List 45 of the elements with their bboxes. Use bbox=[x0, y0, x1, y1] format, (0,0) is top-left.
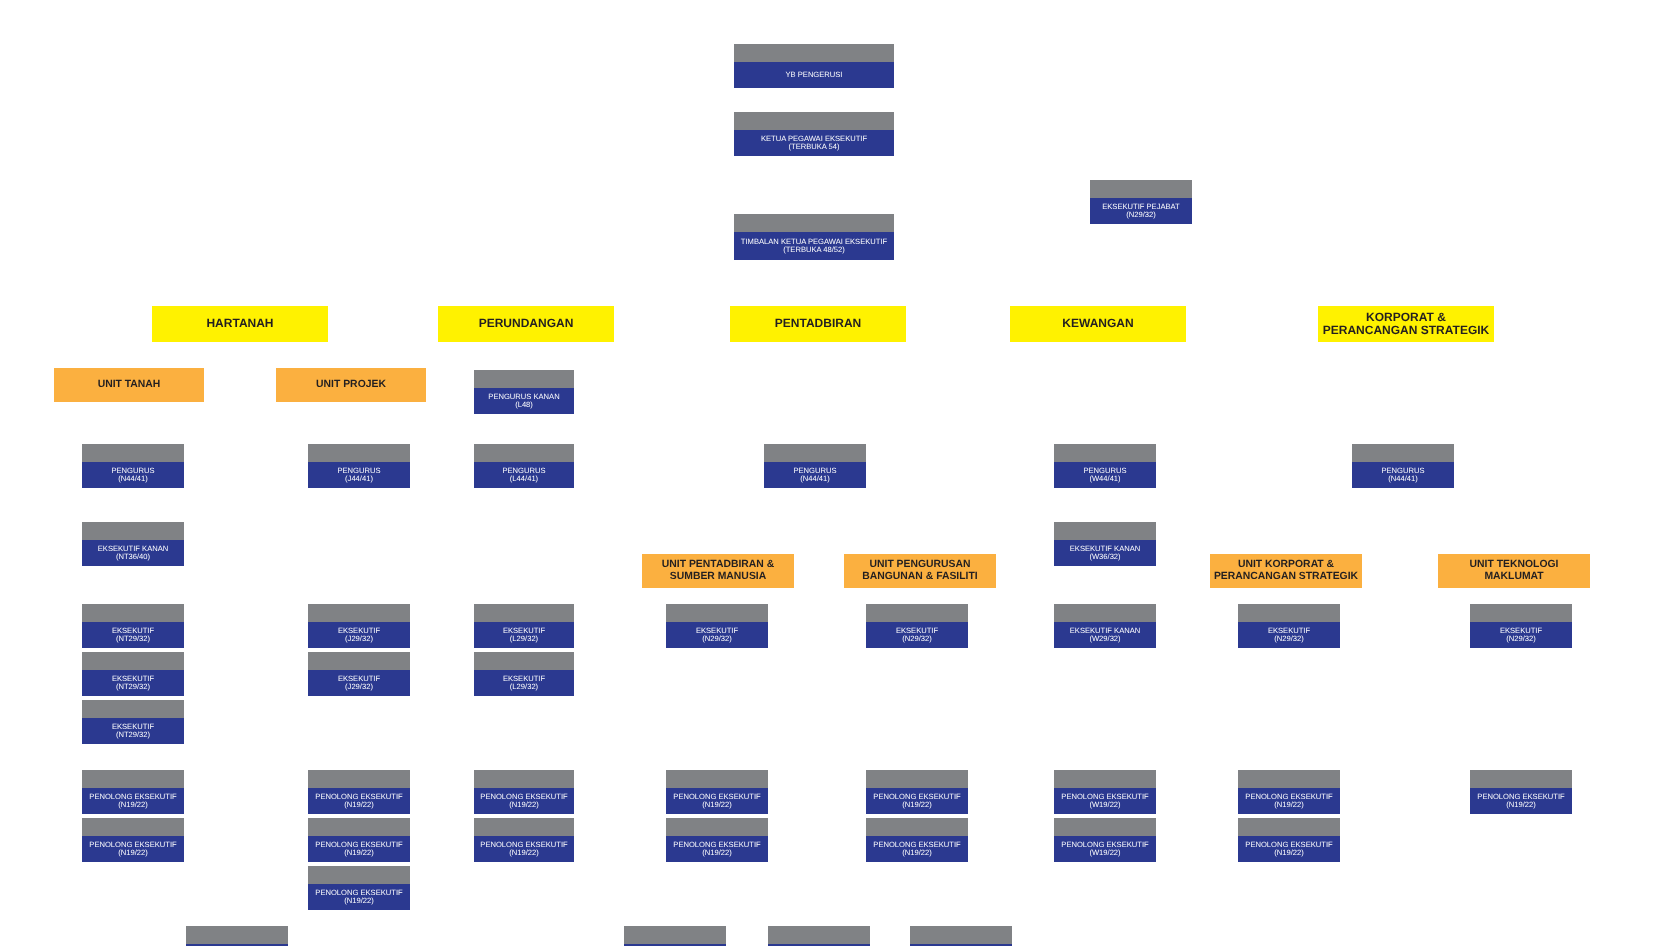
position-card bbox=[82, 818, 184, 862]
position-card bbox=[1470, 604, 1572, 648]
position-card bbox=[1238, 604, 1340, 648]
position-card bbox=[474, 818, 574, 862]
position-card bbox=[734, 214, 894, 260]
position-card bbox=[474, 604, 574, 648]
position-card bbox=[624, 926, 726, 946]
position-card bbox=[474, 370, 574, 414]
position-card bbox=[308, 652, 410, 696]
position-card bbox=[1352, 444, 1454, 488]
position-card bbox=[666, 818, 768, 862]
position-card bbox=[474, 770, 574, 814]
position-card bbox=[764, 444, 866, 488]
position-card bbox=[82, 770, 184, 814]
position-card bbox=[82, 700, 184, 744]
position-card bbox=[1054, 444, 1156, 488]
position-card bbox=[308, 866, 410, 910]
position-card bbox=[308, 770, 410, 814]
position-card bbox=[82, 522, 184, 566]
position-card bbox=[82, 652, 184, 696]
position-card bbox=[1238, 818, 1340, 862]
position-card bbox=[866, 818, 968, 862]
position-card bbox=[910, 926, 1012, 946]
position-card bbox=[1470, 770, 1572, 814]
position-card bbox=[1238, 770, 1340, 814]
position-card bbox=[1054, 770, 1156, 814]
position-card bbox=[308, 444, 410, 488]
position-card bbox=[1054, 818, 1156, 862]
position-card bbox=[734, 112, 894, 156]
position-card bbox=[82, 604, 184, 648]
position-card bbox=[1054, 522, 1156, 566]
position-card bbox=[1090, 180, 1192, 224]
position-card bbox=[474, 652, 574, 696]
position-card bbox=[1054, 604, 1156, 648]
position-card bbox=[308, 818, 410, 862]
position-card bbox=[308, 604, 410, 648]
position-card bbox=[82, 444, 184, 488]
position-card bbox=[768, 926, 870, 946]
position-card bbox=[866, 770, 968, 814]
position-card bbox=[474, 444, 574, 488]
position-card bbox=[186, 926, 288, 946]
position-card bbox=[666, 604, 768, 648]
position-card bbox=[734, 44, 894, 88]
position-card bbox=[866, 604, 968, 648]
position-card bbox=[666, 770, 768, 814]
